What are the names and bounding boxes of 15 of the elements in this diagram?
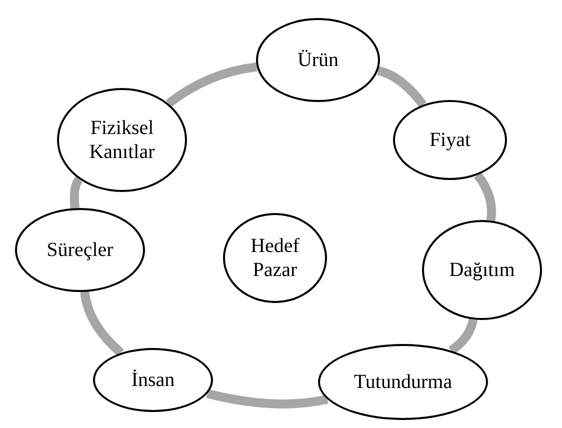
ring-connector bbox=[376, 66, 427, 108]
ring-connector bbox=[448, 318, 478, 354]
ellipse-node: Fiziksel Kanıtlar bbox=[57, 88, 187, 192]
ring-connector bbox=[166, 62, 258, 108]
ellipse-node: Fiyat bbox=[393, 100, 507, 180]
ring-connector bbox=[80, 291, 124, 356]
ellipse-node: Tutundurma bbox=[318, 344, 488, 420]
ring-connector bbox=[474, 172, 496, 222]
ring-connector bbox=[206, 389, 328, 408]
ellipse-node: Dağıtım bbox=[422, 220, 542, 320]
ellipse-node: Hedef Pazar bbox=[223, 213, 327, 303]
ellipse-node: Ürün bbox=[256, 18, 380, 102]
ring-connector bbox=[70, 176, 83, 209]
ellipse-node: İnsan bbox=[93, 348, 213, 412]
ellipse-node: Süreçler bbox=[15, 208, 145, 292]
